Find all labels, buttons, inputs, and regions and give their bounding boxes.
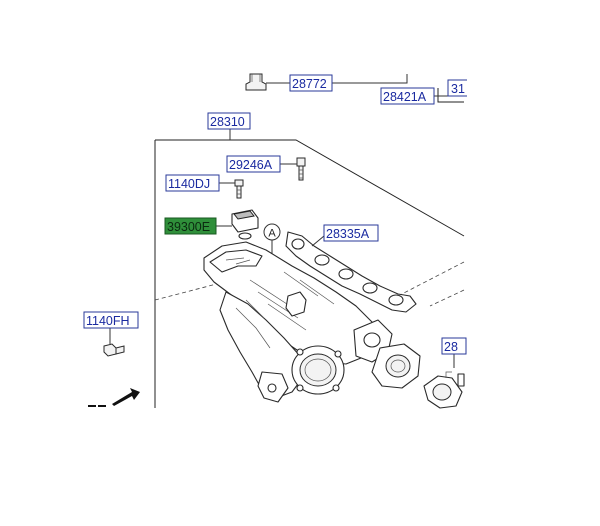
callout-28310[interactable]: 28310 [207,112,251,130]
part-right-partial [423,371,465,409]
front-direction-arrow-icon [88,388,140,407]
right-crop-mask [467,60,600,420]
part-28310-intake-manifold [203,241,421,403]
callout-28-partial[interactable]: 28 [441,337,467,355]
callout-31-partial-text: 31 [451,82,465,96]
leader-28421a [434,88,449,97]
callout-28772[interactable]: 28772 [289,74,333,92]
part-1140dj-bolt [234,179,244,199]
reference-marker-a: A [263,223,281,241]
callout-1140dj[interactable]: 1140DJ [165,174,220,192]
callout-29246a[interactable]: 29246A [226,155,281,173]
callout-28310-text: 28310 [210,115,245,129]
part-29246a-stud [296,157,306,181]
callout-29246a-text: 29246A [229,158,273,172]
part-1140fh-bolt [103,343,125,357]
callout-28421a-text: 28421A [383,90,427,104]
callout-1140fh[interactable]: 1140FH [83,311,139,329]
leader-28335a [311,235,325,247]
reference-marker-a-text: A [268,228,276,240]
callout-28421a[interactable]: 28421A [380,87,435,105]
callout-31-partial[interactable]: 31 [447,79,469,97]
callout-39300e[interactable]: 39300E [164,217,217,235]
callout-1140fh-text: 1140FH [86,314,130,328]
part-39300e-sensor [231,209,259,240]
callout-28772-text: 28772 [292,77,327,91]
callout-28335a[interactable]: 28335A [323,224,379,242]
leader-28772-to-28421a [332,74,408,84]
callout-1140dj-text: 1140DJ [168,177,210,191]
callout-28335a-text: 28335A [326,227,370,241]
part-28772-grommet [245,73,267,91]
callout-28-partial-text: 28 [444,340,458,354]
part-28335a-gasket [285,231,417,313]
callout-39300e-text: 39300E [167,220,210,234]
